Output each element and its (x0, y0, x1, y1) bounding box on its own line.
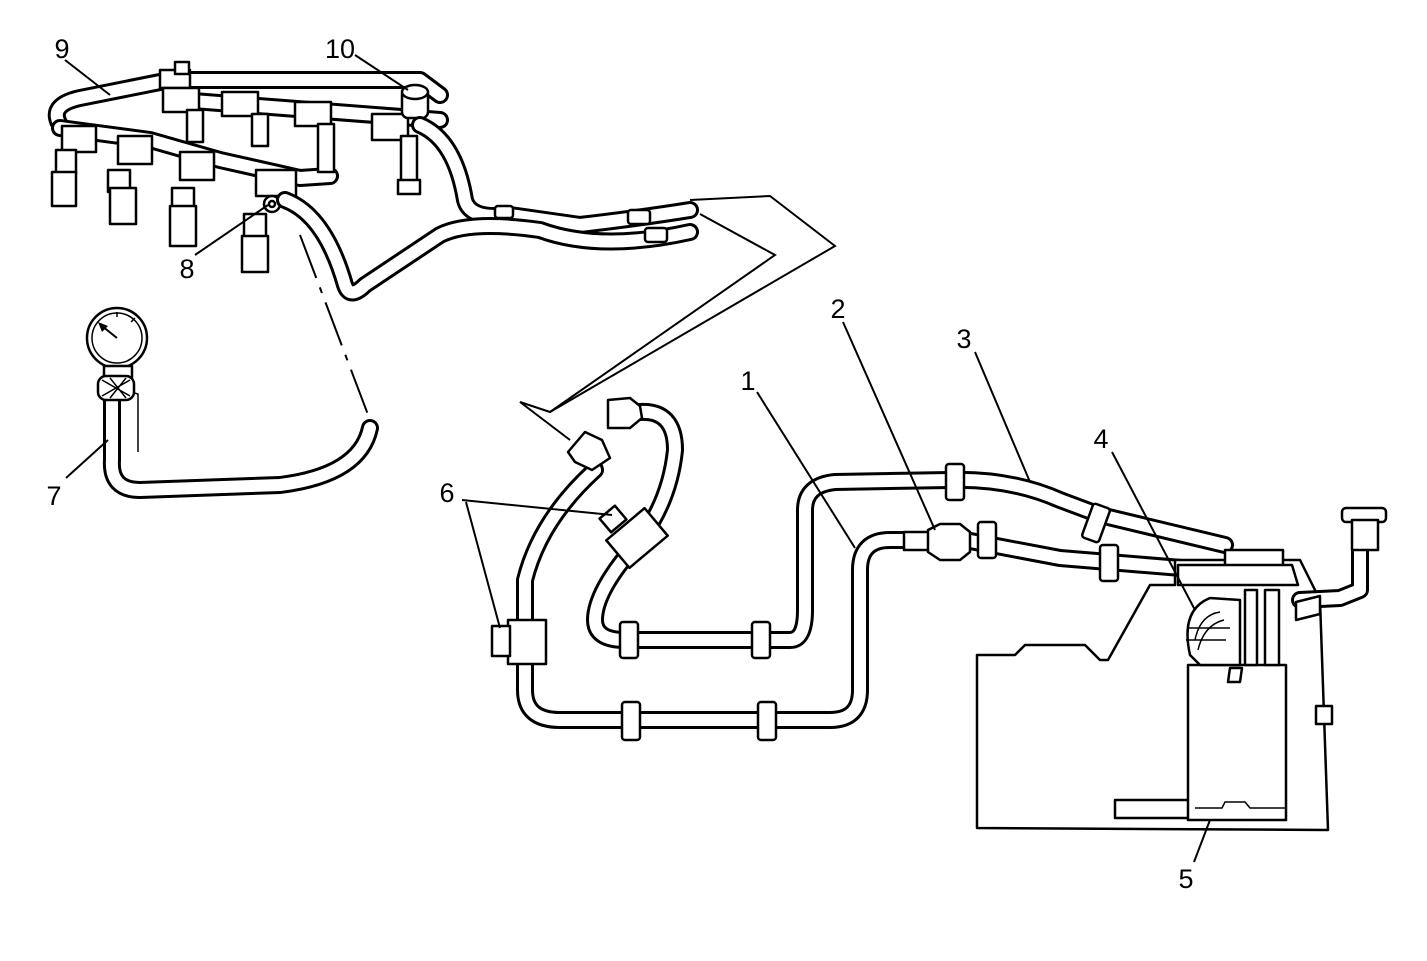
callout-1: 1 (740, 366, 755, 396)
break-lines (299, 194, 837, 441)
callout-5: 5 (1178, 864, 1193, 894)
rail-pipes (276, 116, 699, 302)
fuel-hose-loop (490, 396, 1234, 742)
callout-leaders (64, 54, 1211, 863)
quick-connect-fittings (490, 504, 669, 666)
callout-7: 7 (46, 481, 61, 511)
fuel-filter (902, 522, 972, 562)
injector-row-upper (161, 86, 422, 196)
fuel-pressure-gauge (85, 306, 379, 499)
callout-9: 9 (54, 34, 69, 64)
callout-labels: 1 2 3 4 5 6 7 8 9 10 (46, 34, 1193, 894)
callout-3: 3 (956, 324, 971, 354)
fuel-rail-assembly (47, 60, 449, 274)
callout-6: 6 (439, 478, 454, 508)
fuel-pressure-regulator (400, 83, 430, 120)
callout-10: 10 (325, 34, 355, 64)
callout-2: 2 (830, 294, 845, 324)
callout-8: 8 (179, 254, 194, 284)
callout-4: 4 (1093, 424, 1108, 454)
fuel-pump-module (1176, 506, 1388, 822)
